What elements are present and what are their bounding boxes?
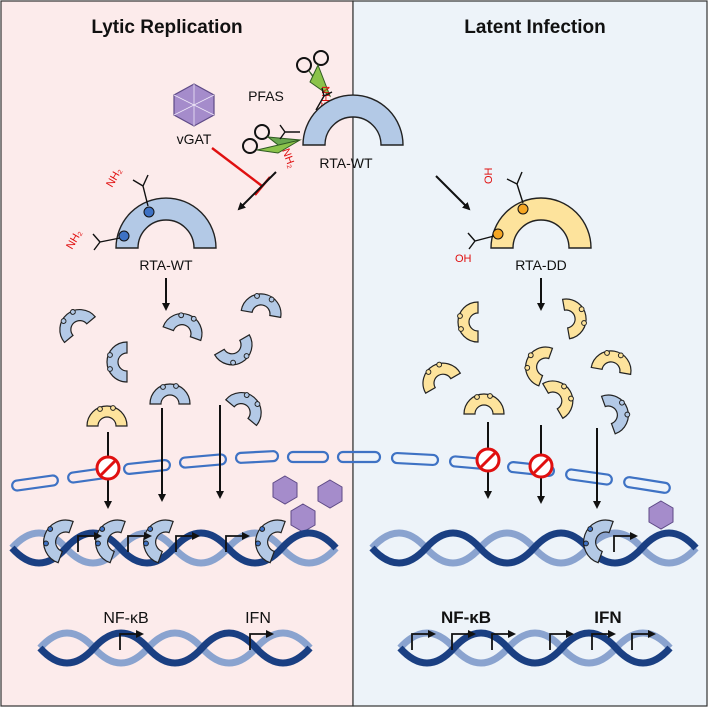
vgat-label: vGAT bbox=[177, 131, 212, 147]
left-ifn-label: IFN bbox=[245, 610, 271, 627]
pfas-label: PFAS bbox=[248, 88, 284, 104]
rta-dd-oh-label-top: OH bbox=[483, 167, 495, 184]
left-nfkb-label: NF-κB bbox=[103, 610, 148, 627]
block-icon bbox=[528, 453, 554, 479]
rta-dd-scatter-right bbox=[422, 298, 632, 435]
rta-dd-label: RTA-DD bbox=[515, 257, 567, 273]
rta-dd-oh-label-bottom: OH bbox=[455, 253, 472, 265]
rta-wt-pfas-complex bbox=[279, 87, 404, 146]
rta-wt-protein bbox=[92, 174, 217, 251]
right-ifn-label: IFN bbox=[594, 608, 621, 627]
rta-wt-label: RTA-WT bbox=[139, 257, 193, 273]
transcription-arrows bbox=[77, 532, 656, 650]
vgat-virion-icon bbox=[173, 83, 215, 127]
block-icon bbox=[475, 447, 501, 473]
dna-helix-right-top bbox=[369, 529, 699, 567]
rta-wt-scatter-left bbox=[59, 293, 282, 427]
rta-dd-protein bbox=[467, 171, 592, 250]
dna-helix-left-bottom bbox=[37, 629, 313, 667]
right-nfkb-label: NF-κB bbox=[441, 608, 491, 627]
arrow-to-rta-wt bbox=[237, 171, 277, 211]
arrow-to-rta-dd bbox=[435, 175, 471, 211]
left-panel-background bbox=[0, 0, 354, 707]
virion-cluster-icon bbox=[272, 475, 674, 533]
dna-helix-right-bottom bbox=[397, 629, 673, 667]
scissors-icon bbox=[242, 50, 332, 154]
rta-bound-left bbox=[43, 519, 286, 564]
rta-wt-complex-label: RTA-WT bbox=[319, 155, 373, 171]
block-icon bbox=[95, 455, 121, 481]
right-panel-title: Latent Infection bbox=[464, 17, 605, 38]
rta-bound-right bbox=[583, 519, 614, 564]
left-panel-title: Lytic Replication bbox=[91, 17, 242, 38]
dna-helix-left-top bbox=[9, 529, 339, 567]
